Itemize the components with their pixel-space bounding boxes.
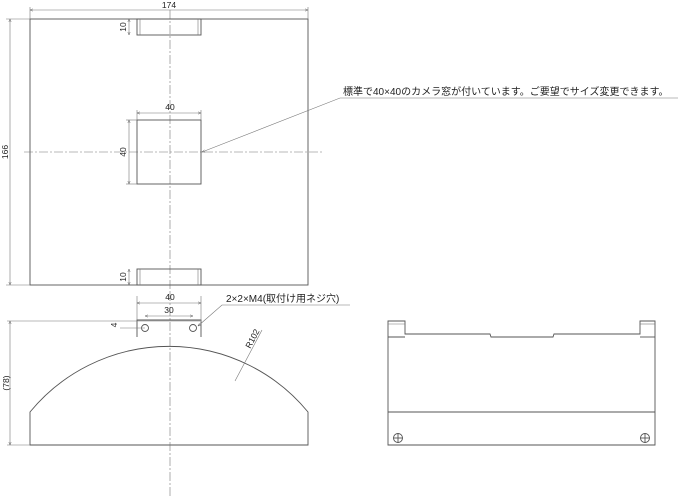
mount-block	[136, 319, 202, 337]
bottom-tab-dimension: 10	[118, 272, 128, 282]
top-view: 174 166 10 10 40	[0, 0, 678, 292]
mount-hole	[189, 324, 197, 332]
screw-icon	[640, 433, 650, 443]
camera-window: 40 40	[118, 102, 201, 184]
hole-pitch-dimension: 30	[164, 305, 174, 315]
hole-offset-dimension: 4	[109, 322, 119, 327]
window-height-dimension: 40	[118, 147, 128, 157]
width-dimension: 174	[162, 0, 176, 10]
radius-dimension: R102	[243, 327, 261, 350]
screw-icon	[393, 433, 403, 443]
top-tab-dimension: 10	[118, 22, 128, 32]
arc-body-outline	[29, 345, 309, 446]
top-tab: 10	[118, 19, 202, 35]
mount-width-dimension: 40	[165, 292, 175, 302]
front-outline	[387, 320, 656, 446]
front-view	[387, 320, 656, 446]
side-view: 40 30 4 (78) 2×2×M4(取付け用ネジ穴) R102	[1, 292, 350, 498]
window-width-dimension: 40	[165, 102, 175, 112]
camera-window-note: 標準で40×40のカメラ窓が付いています。ご要望でサイズ変更できます。	[343, 85, 669, 98]
bottom-tab: 10	[118, 269, 202, 285]
hole-note: 2×2×M4(取付け用ネジ穴)	[226, 292, 339, 305]
side-height-dimension: (78)	[1, 375, 11, 390]
height-dimension: 166	[0, 145, 10, 159]
note-leader-line	[202, 97, 678, 153]
